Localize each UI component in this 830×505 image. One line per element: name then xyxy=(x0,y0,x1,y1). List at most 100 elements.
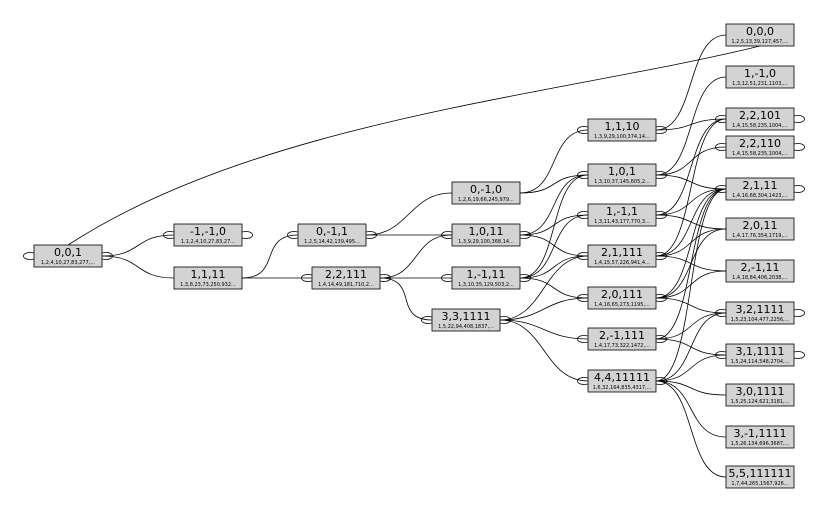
node-n20111[interactable]: 2,0,1111,4,16,65,273,1195,... xyxy=(587,286,657,310)
edge-n001-to-n000 xyxy=(67,45,761,246)
edge-n22111-to-n1011 xyxy=(379,234,453,279)
self-loop-right-n0m11 xyxy=(365,231,377,239)
node-label: 2,-1,111 xyxy=(599,329,645,342)
node-n2m1111[interactable]: 2,-1,1111,4,17,73,322,1472,... xyxy=(587,327,657,351)
node-box xyxy=(33,244,103,268)
node-sequence: 1,5,22,94,408,1837,... xyxy=(438,324,494,330)
edge-n001-to-nm1m10 xyxy=(101,234,175,257)
self-loop-right-n1110 xyxy=(655,126,667,134)
self-loop-right-n1011 xyxy=(519,231,531,239)
edge-n1110-to-n000 xyxy=(655,34,727,131)
node-n1m11[interactable]: 1,-1,11,3,11,43,177,770,3... xyxy=(587,203,657,227)
node-sequence: 1,4,15,58,235,1004,... xyxy=(732,151,788,157)
node-box xyxy=(725,465,795,489)
node-label: 2,2,110 xyxy=(739,137,781,150)
node-sequence: 1,3,8,23,73,250,932... xyxy=(180,282,236,288)
edge-n4411111-to-n311111 xyxy=(655,354,727,382)
node-layer: 0,0,11,2,4,10,27,83,277,... -1,-1,01,1,2,… xyxy=(33,23,795,489)
self-loop-right-n20111 xyxy=(655,294,667,302)
node-n1011[interactable]: 1,0,111,3,9,29,100,368,14... xyxy=(451,223,521,247)
node-n000[interactable]: 0,0,01,2,5,13,39,127,457,... xyxy=(725,23,795,47)
node-box xyxy=(173,223,243,247)
node-nm1m10[interactable]: -1,-1,01,1,2,4,10,27,83,27... xyxy=(173,223,243,247)
edge-n1m111-to-n1m11 xyxy=(519,214,589,279)
node-sequence: 1,5,23,104,477,2256,... xyxy=(731,317,790,323)
node-sequence: 1,2,6,19,66,245,979... xyxy=(458,197,514,203)
self-loop-left-n101 xyxy=(577,171,589,179)
node-label: 2,2,101 xyxy=(739,109,781,122)
edge-n4411111-to-n321111 xyxy=(655,312,727,382)
node-label: 3,3,1111 xyxy=(442,310,491,323)
self-loop-left-n1m111 xyxy=(441,274,453,282)
edge-layer xyxy=(23,34,805,478)
node-n1111[interactable]: 1,1,111,3,8,23,73,250,932... xyxy=(173,266,243,290)
edge-n2m1111-to-n321111 xyxy=(655,312,727,340)
node-n101[interactable]: 1,0,11,3,10,37,145,605,2... xyxy=(587,163,657,187)
self-loop-right-n22110 xyxy=(793,143,805,151)
node-n22111[interactable]: 2,2,1111,4,14,49,181,710,2... xyxy=(311,266,381,290)
edge-n101-to-n1m10 xyxy=(655,76,727,176)
self-loop-left-n311111 xyxy=(715,351,727,359)
node-n001[interactable]: 0,0,11,2,4,10,27,83,277,... xyxy=(33,244,103,268)
node-n311111[interactable]: 3,1,11111,5,24,114,548,2704,... xyxy=(725,343,795,367)
self-loop-right-n101 xyxy=(655,171,667,179)
edge-n331111-to-n20111 xyxy=(499,297,589,321)
self-loop-right-n321111 xyxy=(793,309,805,317)
node-label: 2,0,11 xyxy=(743,219,778,232)
node-label: 5,5,111111 xyxy=(729,467,792,480)
node-sequence: 1,3,9,29,100,368,14... xyxy=(458,239,514,245)
edge-n22111-to-n331111 xyxy=(379,277,433,321)
node-n4411111[interactable]: 4,4,111111,6,32,164,835,4317,... xyxy=(587,369,657,393)
node-label: 3,-1,1111 xyxy=(734,427,787,440)
node-n321111[interactable]: 3,2,11111,5,23,104,477,2256,... xyxy=(725,301,795,325)
node-n2m111[interactable]: 2,-1,111,4,18,84,406,2038,... xyxy=(725,259,795,283)
self-loop-left-n4411111 xyxy=(577,377,589,385)
edge-n21111-to-n22101 xyxy=(655,118,727,257)
node-n331111[interactable]: 3,3,11111,5,22,94,408,1837,... xyxy=(431,308,501,332)
node-sequence: 1,3,9,29,100,374,14... xyxy=(594,134,650,140)
node-n21111[interactable]: 2,1,1111,4,15,57,226,941,4... xyxy=(587,244,657,268)
self-loop-right-nm1m10 xyxy=(241,231,253,239)
node-sequence: 1,1,2,4,10,27,83,27... xyxy=(181,239,235,245)
self-loop-left-n001 xyxy=(23,252,35,260)
node-label: -1,-1,0 xyxy=(190,225,226,238)
node-n3m11111[interactable]: 3,-1,11111,5,26,134,696,3687,... xyxy=(725,425,795,449)
node-n55111111[interactable]: 5,5,1111111,7,44,265,1567,926... xyxy=(725,465,795,489)
node-n301111[interactable]: 3,0,11111,5,25,124,621,3181,... xyxy=(725,383,795,407)
node-box xyxy=(587,244,657,268)
node-box xyxy=(587,369,657,393)
edge-n1111-to-n0m11 xyxy=(241,234,299,279)
node-sequence: 1,4,16,65,273,1195,... xyxy=(594,302,650,308)
node-n1m10[interactable]: 1,-1,01,3,12,51,231,1103,... xyxy=(725,65,795,89)
edge-n0m10-to-n1110 xyxy=(519,129,589,194)
node-box xyxy=(725,23,795,47)
node-n0m11[interactable]: 0,-1,11,2,5,14,42,139,495... xyxy=(297,223,367,247)
node-box xyxy=(725,65,795,89)
edge-n101-to-n22110 xyxy=(655,146,727,176)
edge-n1011-to-n101 xyxy=(519,174,589,236)
node-n22110[interactable]: 2,2,1101,4,15,58,235,1004,... xyxy=(725,135,795,159)
node-n22101[interactable]: 2,2,1011,4,15,58,235,1004,... xyxy=(725,107,795,131)
node-sequence: 1,5,24,114,548,2704,... xyxy=(731,359,790,365)
node-n2011[interactable]: 2,0,111,4,17,76,354,1719,... xyxy=(725,217,795,241)
edge-n001-to-n1111 xyxy=(101,255,175,279)
self-loop-right-n331111 xyxy=(499,316,511,324)
self-loop-right-n1m11 xyxy=(655,211,667,219)
node-box xyxy=(725,301,795,325)
edge-n1m111-to-n20111 xyxy=(519,277,589,299)
node-box xyxy=(587,163,657,187)
node-box xyxy=(173,266,243,290)
node-label: 1,-1,11 xyxy=(467,268,506,281)
node-label: 2,-1,11 xyxy=(741,261,780,274)
node-sequence: 1,3,10,35,129,503,2... xyxy=(458,282,514,288)
node-label: 2,0,111 xyxy=(601,288,643,301)
node-n1110[interactable]: 1,1,101,3,9,29,100,374,14... xyxy=(587,118,657,142)
self-loop-right-n22101 xyxy=(793,115,805,123)
self-loop-left-n2111 xyxy=(715,185,727,193)
node-n2111[interactable]: 2,1,111,4,16,68,304,1423,... xyxy=(725,177,795,201)
self-loop-right-n1m111 xyxy=(519,274,531,282)
node-n1m111[interactable]: 1,-1,111,3,10,35,129,503,2... xyxy=(451,266,521,290)
node-box xyxy=(725,107,795,131)
node-n0m10[interactable]: 0,-1,01,2,6,19,66,245,979... xyxy=(451,181,521,205)
